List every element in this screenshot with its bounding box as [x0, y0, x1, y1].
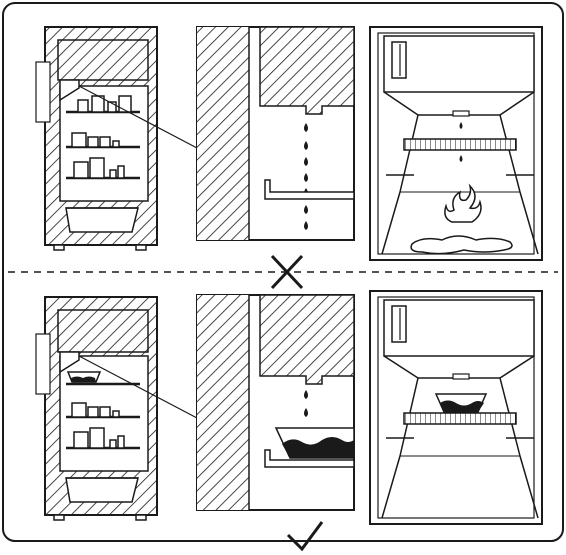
magnified-wall-tray [197, 295, 354, 510]
interior-leak-puddle [370, 27, 542, 260]
panel-incorrect [36, 27, 542, 260]
panel-correct [36, 291, 542, 524]
magnified-wall-drip [197, 27, 354, 240]
interior-tray-collects [370, 291, 542, 524]
